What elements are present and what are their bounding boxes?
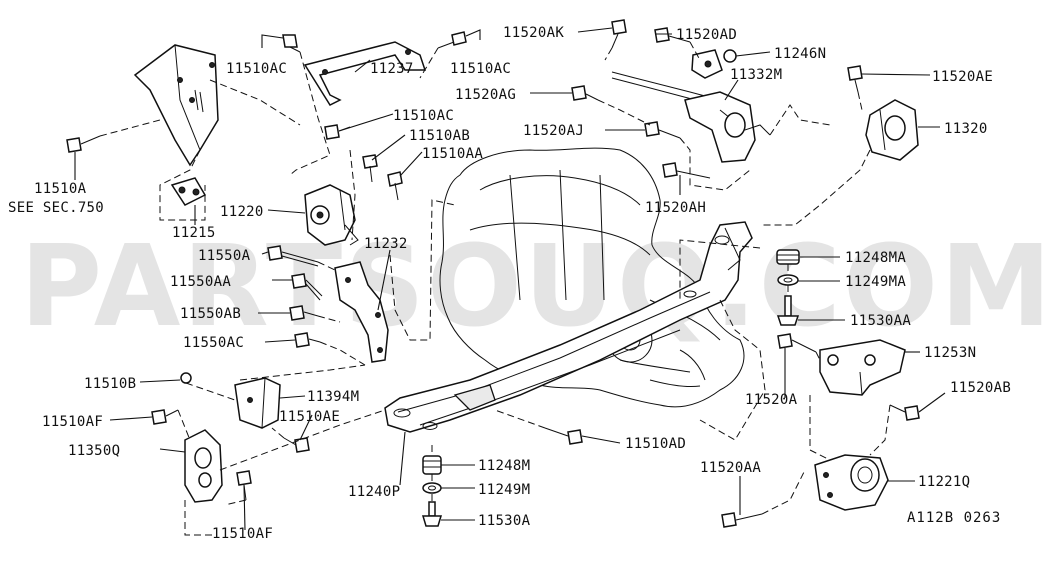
rod-11332m — [611, 71, 771, 163]
label-11550a: 11550A — [198, 248, 251, 264]
bracket-11394m — [234, 377, 281, 429]
label-11221q: 11221Q — [918, 474, 970, 490]
leader-lines — [74, 27, 946, 531]
bolt-11550aa — [291, 273, 323, 301]
bolt-11510ac-right — [437, 31, 467, 49]
bolt-11520aj — [644, 121, 681, 139]
bolt-11520ae — [847, 65, 863, 93]
label-11510ab: 11510AB — [409, 128, 470, 144]
bolt-11520aa — [721, 512, 763, 528]
bolt-11520ah — [662, 162, 711, 179]
center-member-11240p — [384, 221, 753, 433]
label-11510ac-a: 11510AC — [226, 61, 287, 77]
label-11510ac-c: 11510AC — [393, 108, 454, 124]
bolt-11520ag — [571, 85, 599, 101]
label-11550ac: 11550AC — [183, 335, 244, 351]
bolt-11550ac — [294, 332, 321, 348]
bolt-11550a — [267, 245, 319, 267]
label-11332m: 11332M — [730, 67, 782, 83]
label-11320: 11320 — [944, 121, 988, 137]
label-11520ag: 11520AG — [455, 87, 516, 103]
label-11520a: 11520A — [745, 392, 798, 408]
bolt-11520ad — [654, 27, 691, 43]
label-11510ac-b: 11510AC — [450, 61, 511, 77]
bracket-11237 — [303, 41, 427, 106]
label-11510ad: 11510AD — [625, 436, 686, 452]
label-11520aj: 11520AJ — [523, 123, 584, 139]
bolt-11510ac-mid — [324, 124, 351, 140]
label-11520ab: 11520AB — [950, 380, 1011, 396]
watermark: PARTSOUQ.COM — [20, 222, 1045, 352]
label-11510ae: 11510AE — [279, 409, 340, 425]
insulator-11320 — [865, 99, 919, 161]
washer-11248m — [422, 455, 442, 475]
washer-11249ma — [777, 274, 799, 286]
label-11530aa: 11530AA — [850, 313, 911, 329]
bolt-11510ad — [544, 427, 583, 445]
label-11237: 11237 — [370, 61, 414, 77]
insulator-11221q — [814, 454, 889, 511]
bracket-11253n — [819, 339, 906, 396]
label-11520ad: 11520AD — [676, 27, 737, 43]
bolt-11520a — [777, 333, 817, 353]
label-11253n: 11253N — [924, 345, 976, 361]
insulator-11350q — [184, 429, 223, 503]
label-11246n: 11246N — [774, 46, 826, 62]
bolt-11510a — [66, 135, 101, 153]
label-11520ae: 11520AE — [932, 69, 993, 85]
label-11249ma: 11249MA — [845, 274, 906, 290]
label-11510aa: 11510AA — [422, 146, 483, 162]
label-11510af-b: 11510AF — [212, 526, 273, 542]
bolt-11530a — [421, 501, 443, 527]
bushing-11520ad — [691, 49, 737, 79]
washer-11249m — [422, 482, 442, 494]
bolt-11520ak — [611, 19, 627, 49]
label-11520ak: 11520AK — [503, 25, 564, 41]
bolt-11520ab — [889, 404, 920, 421]
label-11249m: 11249M — [478, 482, 530, 498]
label-11510a: 11510A — [34, 181, 87, 197]
label-11520ah: 11520AH — [645, 200, 706, 216]
part-labels: 11510AC 11237 11510AC 11510AC 11510AB 11… — [8, 25, 1011, 542]
label-11240p: 11240P — [348, 484, 400, 500]
label-see-sec-750: SEE SEC.750 — [8, 200, 104, 216]
label-11550aa: 11550AA — [170, 274, 231, 290]
label-11394m: 11394M — [307, 389, 359, 405]
washer-11248ma — [776, 249, 800, 265]
label-11350q: 11350Q — [68, 443, 120, 459]
label-11248ma: 11248MA — [845, 250, 906, 266]
label-11550ab: 11550AB — [180, 306, 241, 322]
bolt-11510af-upper — [151, 409, 179, 425]
bolt-11510ab — [362, 154, 378, 183]
label-11520aa: 11520AA — [700, 460, 761, 476]
bolt-11530aa — [776, 295, 800, 326]
bolt-11510b — [180, 372, 192, 384]
engine-mount-bracket-left — [133, 44, 219, 167]
bracket-plate-11215 — [170, 177, 207, 206]
label-11248m: 11248M — [478, 458, 530, 474]
bolt-11550ab — [289, 305, 319, 321]
bolt-11510aa — [387, 171, 403, 201]
bracket-11232 — [334, 261, 389, 363]
label-11510b: 11510B — [84, 376, 136, 392]
assembly-lines — [99, 41, 891, 536]
label-11510af-a: 11510AF — [42, 414, 103, 430]
label-11220: 11220 — [220, 204, 264, 220]
label-11530a: 11530A — [478, 513, 531, 529]
bolt-11510ac-top — [282, 34, 301, 53]
insulator-11220 — [304, 184, 359, 246]
label-11215: 11215 — [172, 225, 216, 241]
label-11232: 11232 — [364, 236, 408, 252]
diagram-reference-code: A112B 0263 — [907, 510, 1001, 526]
